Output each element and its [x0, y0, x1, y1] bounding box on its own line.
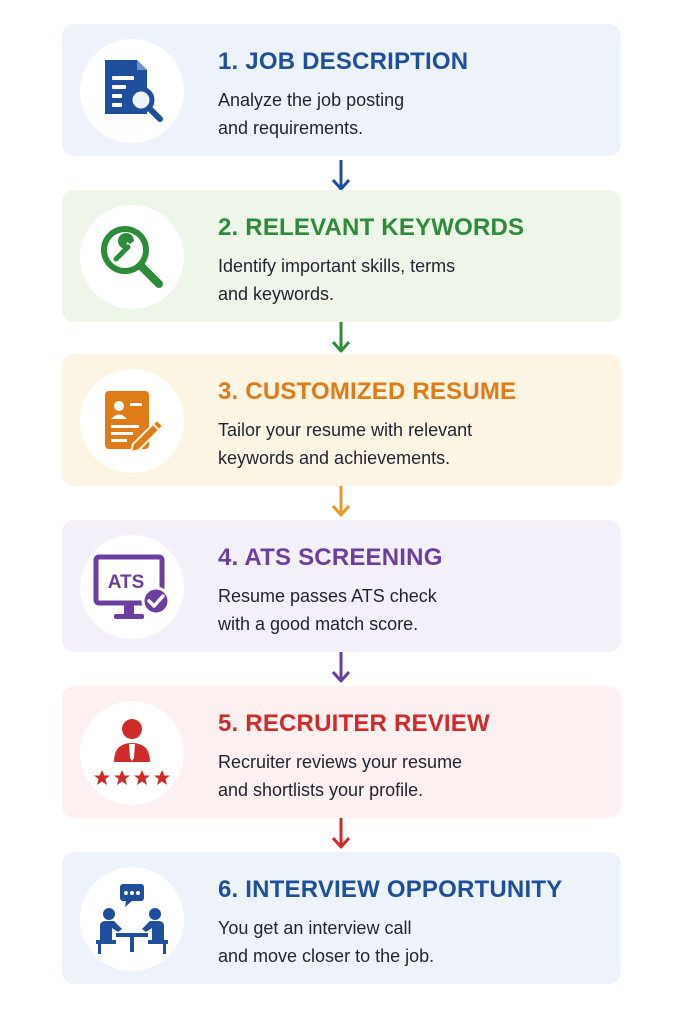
step-title: 6. INTERVIEW OPPORTUNITY — [218, 876, 563, 903]
icon-circle — [80, 867, 184, 971]
down-arrow-icon — [331, 322, 351, 353]
description-line: and shortlists your profile. — [218, 780, 424, 800]
down-arrow-icon — [331, 652, 351, 683]
step-title: 3. CUSTOMIZED RESUME — [218, 378, 517, 405]
recruiter-rating-icon — [94, 719, 170, 785]
document-search-icon — [105, 60, 163, 122]
icon-circle — [80, 39, 184, 143]
keyword-search-icon — [101, 226, 163, 288]
step-description: You get an interview call and move close… — [218, 914, 598, 970]
description-line: Tailor your resume with relevant — [218, 420, 473, 440]
description-line: with a good match score. — [218, 614, 419, 634]
description-line: Identify important skills, terms — [218, 256, 456, 276]
ats-monitor-icon: ATS — [93, 554, 171, 619]
step-card-relevant-keywords: 2. RELEVANT KEYWORDS Identify important … — [62, 190, 621, 322]
rating-stars — [94, 770, 170, 785]
description-line: You get an interview call — [218, 918, 412, 938]
description-line: Analyze the job posting — [218, 90, 405, 110]
down-arrow-icon — [331, 818, 351, 849]
step-card-job-description: 1. JOB DESCRIPTION Analyze the job posti… — [62, 24, 621, 156]
ats-label: ATS — [108, 572, 145, 593]
description-line: Resume passes ATS check — [218, 586, 437, 606]
step-title: 5. RECRUITER REVIEW — [218, 710, 490, 737]
step-card-recruiter-review: 5. RECRUITER REVIEW Recruiter reviews yo… — [62, 686, 621, 818]
description-line: and requirements. — [218, 118, 364, 138]
description-line: Recruiter reviews your resume — [218, 752, 463, 772]
step-description: Resume passes ATS check with a good matc… — [218, 582, 598, 638]
step-description: Recruiter reviews your resume and shortl… — [218, 748, 598, 804]
step-card-customized-resume: 3. CUSTOMIZED RESUME Tailor your resume … — [62, 354, 621, 486]
down-arrow-icon — [331, 486, 351, 517]
resume-edit-icon — [105, 391, 165, 454]
icon-circle — [80, 205, 184, 309]
icon-circle — [80, 701, 184, 805]
description-line: and keywords. — [218, 284, 335, 304]
step-description: Identify important skills, terms and key… — [218, 252, 598, 308]
step-title: 4. ATS SCREENING — [218, 544, 443, 571]
interview-icon — [96, 884, 168, 954]
step-title: 1. JOB DESCRIPTION — [218, 48, 469, 75]
description-line: keywords and achievements. — [218, 448, 451, 468]
step-title: 2. RELEVANT KEYWORDS — [218, 214, 525, 241]
icon-circle: ATS — [80, 535, 184, 639]
step-description: Tailor your resume with relevant keyword… — [218, 416, 598, 472]
step-description: Analyze the job posting and requirements… — [218, 86, 598, 142]
description-line: and move closer to the job. — [218, 946, 435, 966]
step-card-interview-opportunity: 6. INTERVIEW OPPORTUNITY You get an inte… — [62, 852, 621, 984]
step-card-ats-screening: ATS 4. ATS SCREENING Resume passes ATS c… — [62, 520, 621, 652]
down-arrow-icon — [331, 160, 351, 191]
icon-circle — [80, 369, 184, 473]
